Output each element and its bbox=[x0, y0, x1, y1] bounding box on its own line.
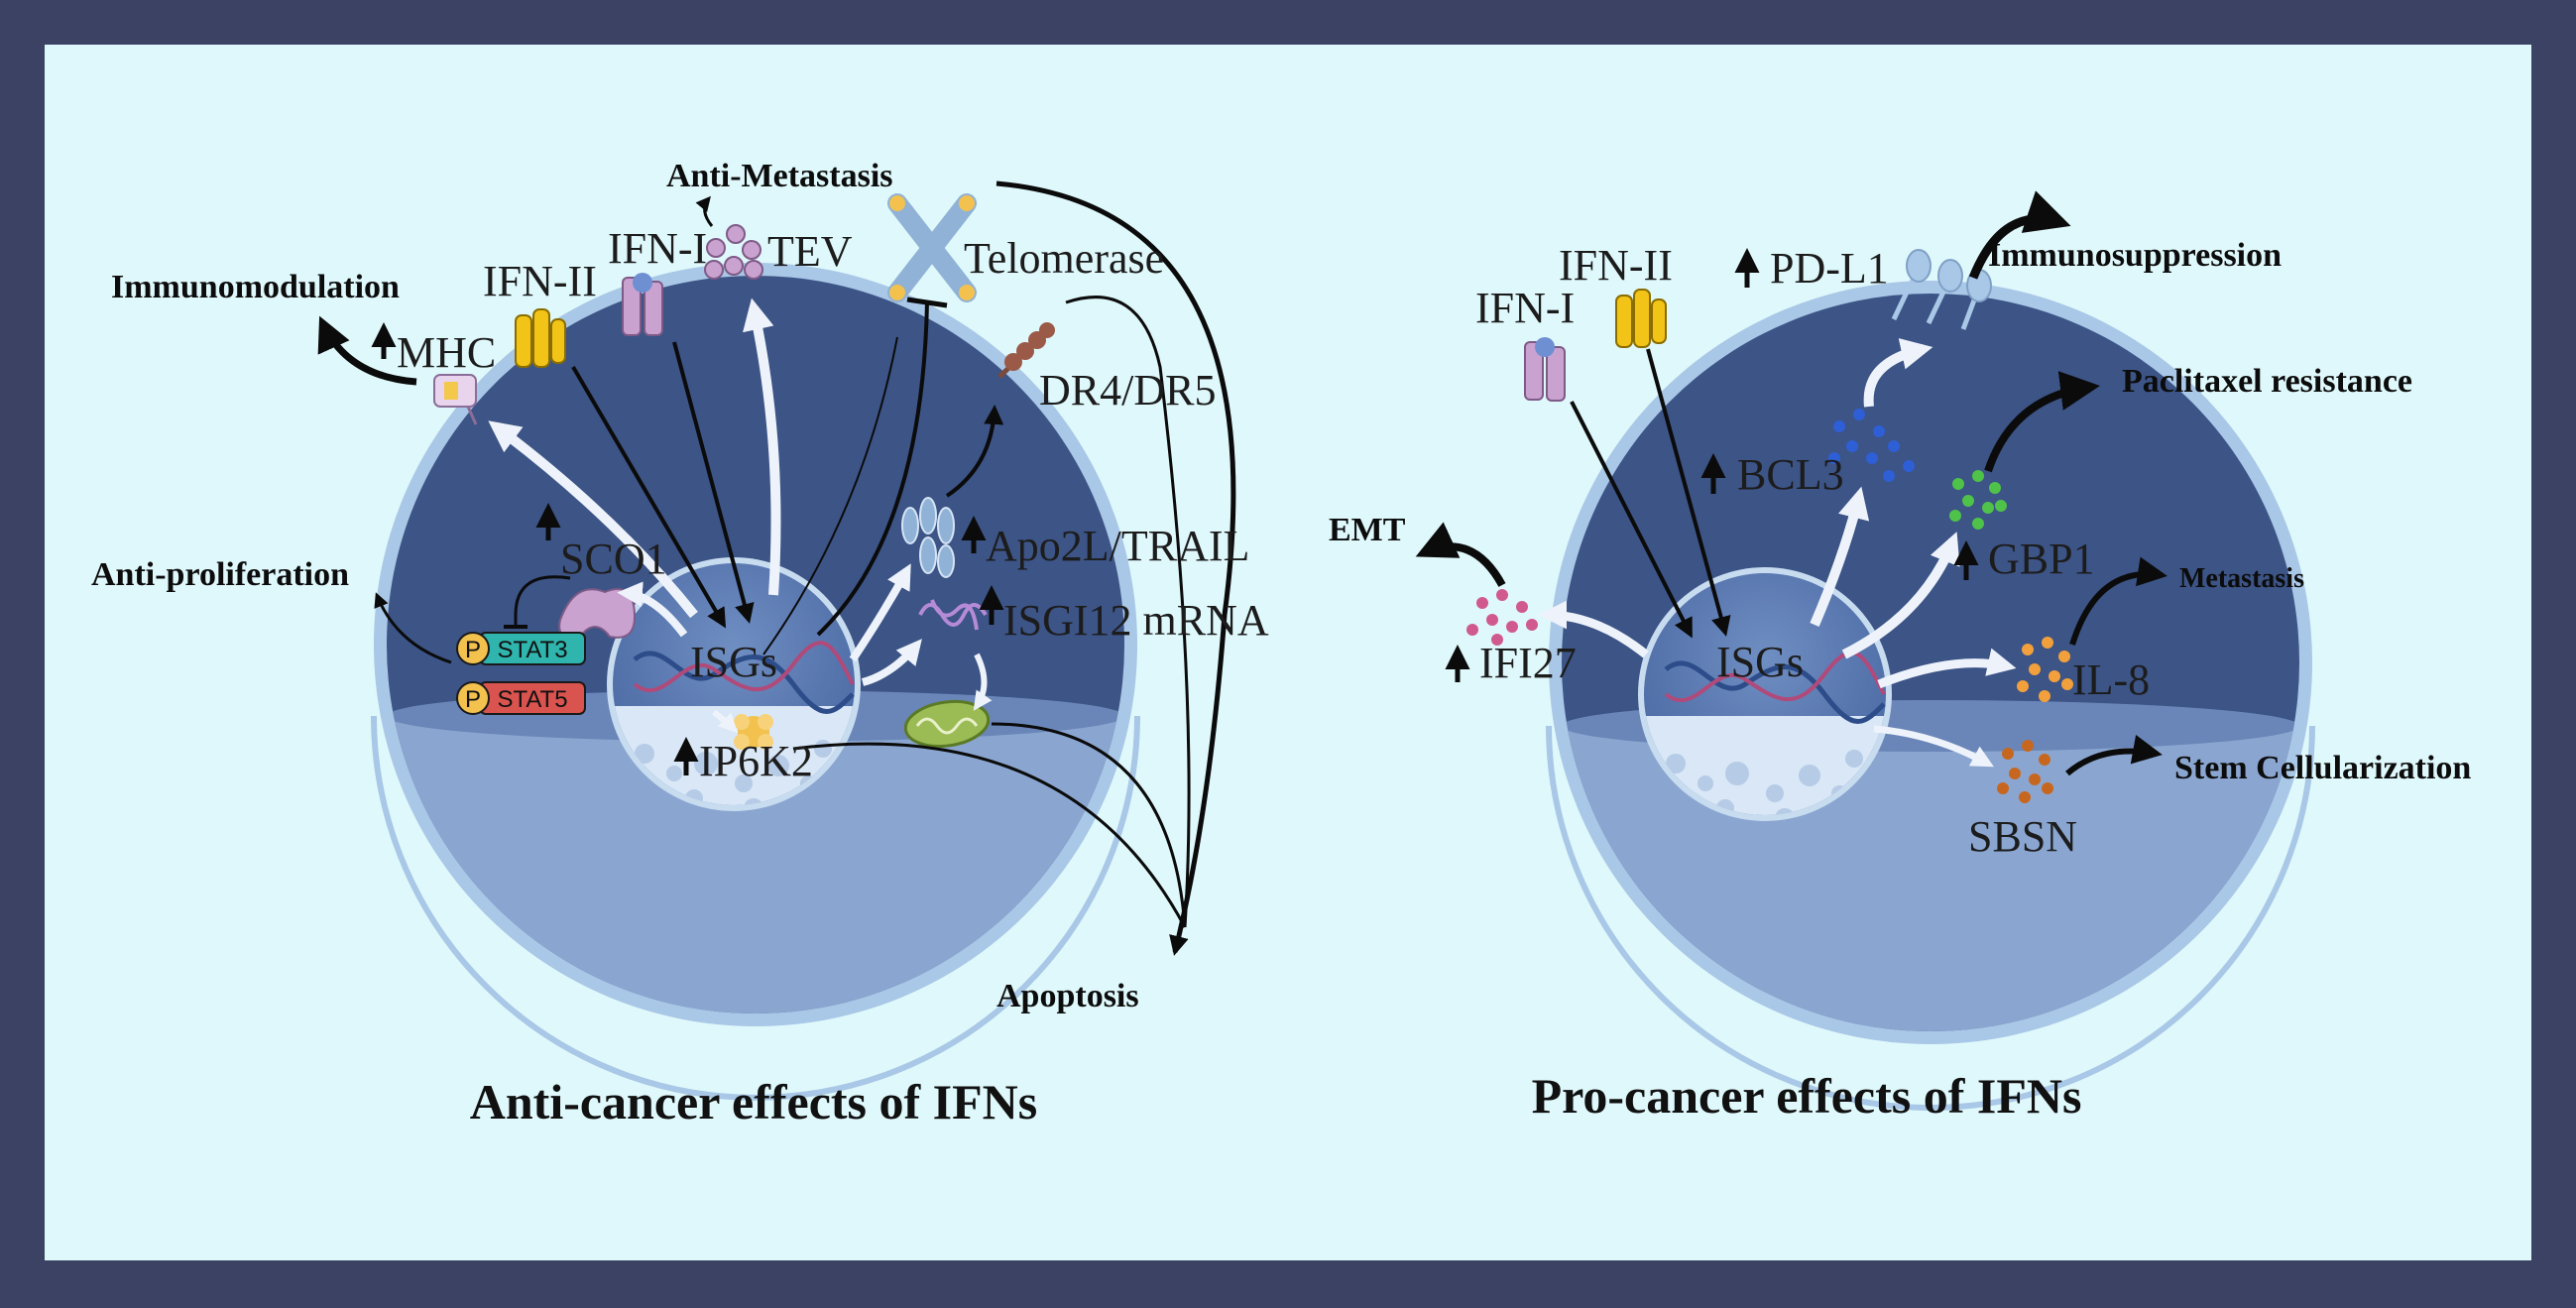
right-cell bbox=[1546, 281, 2315, 1111]
mitochondrion-icon bbox=[903, 699, 991, 749]
bcl3-label: BCL3 bbox=[1737, 450, 1844, 499]
stat5-label: STAT5 bbox=[497, 686, 567, 713]
stat3-phospho: P bbox=[465, 637, 481, 663]
apoptosis-label: Apoptosis bbox=[996, 978, 1139, 1014]
telomerase-label: Telomerase bbox=[964, 234, 1164, 283]
left-arrows bbox=[317, 180, 1236, 956]
immunomodulation-label: Immunomodulation bbox=[111, 269, 400, 305]
gbp1-label: GBP1 bbox=[1988, 535, 2095, 583]
stem-cellularization-label: Stem Cellularization bbox=[2174, 750, 2471, 786]
right-ifn2-receptor-icon bbox=[1615, 289, 1667, 348]
right-ifn1-label: IFN-I bbox=[1475, 284, 1575, 332]
left-isgs-label: ISGs bbox=[690, 638, 777, 686]
gbp1-dots-icon bbox=[1949, 470, 2007, 530]
right-panel-title: Pro-cancer effects of IFNs bbox=[1532, 1068, 2082, 1124]
ifn1-receptor-icon bbox=[622, 273, 663, 336]
ip6k2-label: IP6K2 bbox=[699, 737, 813, 785]
sbsn-label: SBSN bbox=[1968, 812, 2077, 861]
dr4-dr5-label: DR4/DR5 bbox=[1039, 366, 1216, 415]
stat5-badge: P STAT5 bbox=[456, 681, 586, 715]
left-ifn2-label: IFN-II bbox=[483, 257, 597, 305]
left-ifn1-label: IFN-I bbox=[608, 224, 707, 273]
bcl3-dots-icon bbox=[1828, 409, 1915, 482]
apo2l-trail-label: Apo2L/TRAIL bbox=[986, 522, 1249, 570]
right-upregulation-arrows bbox=[1445, 248, 1979, 682]
left-upregulation-arrows bbox=[371, 322, 1004, 775]
tev-label: TEV bbox=[767, 227, 853, 276]
metastasis-label: Metastasis bbox=[2179, 563, 2304, 594]
ifi27-label: IFI27 bbox=[1479, 639, 1577, 687]
ifi27-dots-icon bbox=[1466, 589, 1538, 646]
ifn2-receptor-icon bbox=[515, 308, 566, 368]
right-ifn1-receptor-icon bbox=[1524, 337, 1566, 402]
telomerase-icon bbox=[887, 193, 977, 302]
il8-dots-icon bbox=[2017, 637, 2073, 702]
right-ifn2-label: IFN-II bbox=[1559, 241, 1673, 290]
pd-l1-icon bbox=[1891, 249, 1992, 330]
anti-proliferation-label: Anti-proliferation bbox=[91, 556, 349, 593]
stat3-badge: P STAT3 bbox=[456, 632, 586, 665]
right-nucleus bbox=[1638, 567, 1892, 821]
trail-ligand-icon bbox=[901, 497, 955, 578]
anti-metastasis-label: Anti-Metastasis bbox=[666, 158, 893, 194]
isg12-mrna-label: ISGI12 mRNA bbox=[1003, 596, 1269, 645]
pd-l1-label: PD-L1 bbox=[1770, 244, 1889, 293]
immunosuppression-label: Immunosuppression bbox=[1988, 237, 2282, 274]
paclitaxel-resistance-label: Paclitaxel resistance bbox=[2122, 363, 2412, 400]
right-isgs-label: ISGs bbox=[1716, 638, 1804, 686]
stat3-label: STAT3 bbox=[497, 637, 567, 663]
mrna-icon bbox=[918, 599, 988, 631]
left-panel-title: Anti-cancer effects of IFNs bbox=[470, 1074, 1038, 1130]
il8-label: IL-8 bbox=[2072, 655, 2150, 704]
stat5-phospho: P bbox=[465, 686, 481, 713]
right-arrows bbox=[1415, 190, 2167, 776]
sbsn-dots-icon bbox=[1997, 740, 2053, 803]
emt-label: EMT bbox=[1329, 512, 1406, 548]
mhc-label: MHC bbox=[397, 328, 496, 377]
sco1-label: SCO1 bbox=[560, 535, 667, 583]
dr4-dr5-receptor-icon bbox=[997, 322, 1055, 379]
tev-icon bbox=[704, 224, 763, 280]
mhc-icon bbox=[433, 374, 478, 425]
